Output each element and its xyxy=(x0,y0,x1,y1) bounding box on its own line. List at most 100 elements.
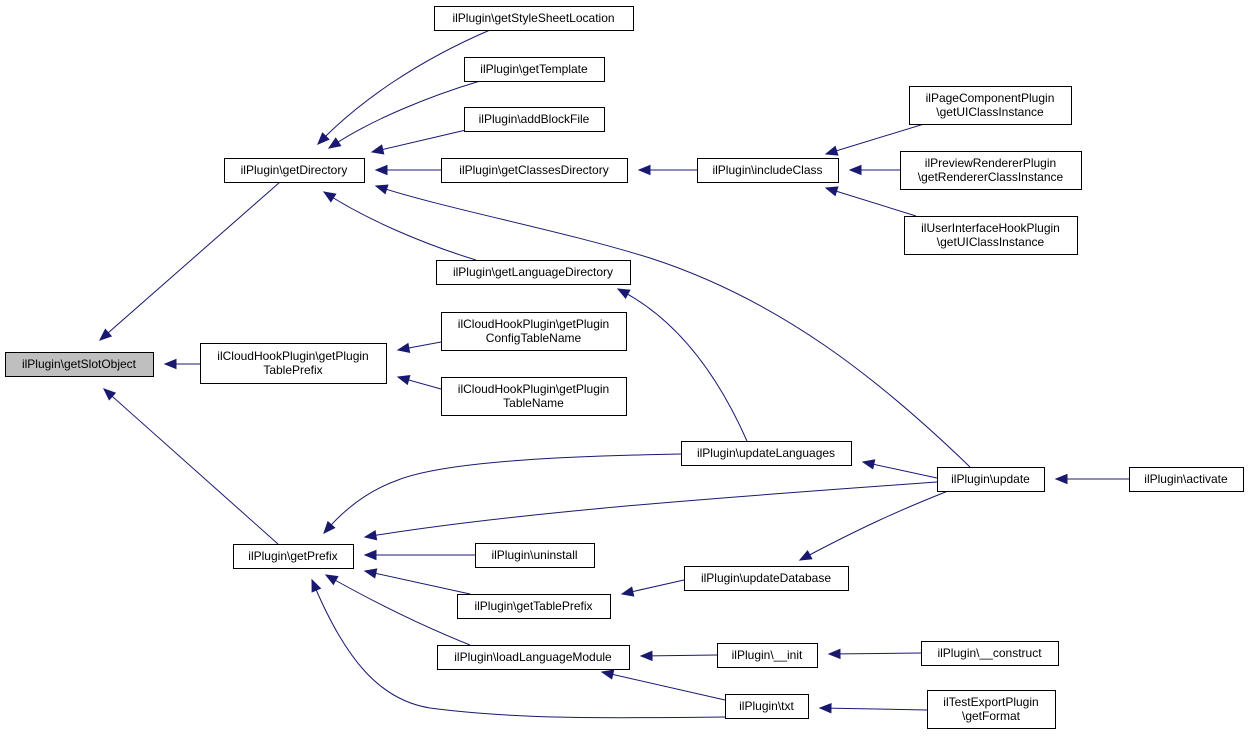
node-root[interactable]: ilPlugin\getSlotObject xyxy=(5,352,154,377)
arrow-head-icon xyxy=(370,144,385,155)
node-label: \getUIClassInstance xyxy=(936,105,1044,119)
edge-line xyxy=(828,652,922,655)
node-box xyxy=(436,260,631,285)
node-loadLanguageModule[interactable]: ilPlugin\loadLanguageModule xyxy=(437,645,630,670)
arrow-head-icon xyxy=(311,578,322,593)
edge-line xyxy=(323,191,477,261)
node-activate[interactable]: ilPlugin\activate xyxy=(1129,467,1244,492)
node-label: TablePrefix xyxy=(263,363,322,377)
edge-update-to-getPrefix xyxy=(363,481,938,541)
node-box xyxy=(697,158,839,183)
arrow-head-icon xyxy=(324,574,339,586)
node-box xyxy=(909,86,1072,125)
node-label: ConfigTableName xyxy=(486,331,582,345)
node-label: ilPlugin\getClassesDirectory xyxy=(459,163,608,177)
node-box xyxy=(441,158,628,183)
node-label: ilPlugin\updateLanguages xyxy=(697,446,835,460)
node-getClassesDirectory[interactable]: ilPlugin\getClassesDirectory xyxy=(441,158,628,183)
node-label: ilPlugin\updateDatabase xyxy=(701,571,831,585)
node-uninstall[interactable]: ilPlugin\uninstall xyxy=(475,543,595,568)
edge-getLanguageDirectory-to-getDirectory xyxy=(322,191,477,261)
arrow-head-icon xyxy=(363,568,378,579)
node-box xyxy=(441,312,627,351)
arrow-head-icon xyxy=(363,529,378,541)
node-pageComponent[interactable]: ilPageComponentPlugin\getUIClassInstance xyxy=(909,86,1072,125)
node-label: ilUserInterfaceHookPlugin xyxy=(921,221,1060,235)
node-construct[interactable]: ilPlugin\__construct xyxy=(921,641,1059,666)
edge-updateLanguages-to-getLanguageDirectory xyxy=(616,288,748,442)
arrow-head-icon xyxy=(861,459,876,470)
node-box xyxy=(233,544,354,569)
node-label: ilPlugin\getStyleSheetLocation xyxy=(452,11,614,25)
edge-line xyxy=(311,579,726,719)
edge-line xyxy=(328,80,481,149)
edge-construct-to-init xyxy=(827,648,922,660)
node-label: ilPlugin\getSlotObject xyxy=(22,357,137,371)
edge-getTablePrefix-to-getPrefix xyxy=(363,568,471,595)
edge-line xyxy=(103,388,279,545)
arrow-head-icon xyxy=(322,191,337,203)
node-updateLanguages[interactable]: ilPlugin\updateLanguages xyxy=(681,441,852,466)
node-includeClass[interactable]: ilPlugin\includeClass xyxy=(697,158,839,183)
node-box xyxy=(457,594,611,619)
edge-pageComponent-to-includeClass xyxy=(824,123,925,156)
edge-update-to-updateDatabase xyxy=(798,490,949,561)
node-label: ilPlugin\update xyxy=(951,472,1030,486)
node-box xyxy=(725,694,809,719)
node-txt[interactable]: ilPlugin\txt xyxy=(725,694,809,719)
edge-line xyxy=(99,181,281,341)
node-box xyxy=(681,441,852,466)
node-label: ilCloudHookPlugin\getPlugin xyxy=(458,382,609,396)
node-label: ilPlugin\activate xyxy=(1144,472,1228,486)
node-label: ilPlugin\getLanguageDirectory xyxy=(453,265,613,279)
edge-line xyxy=(317,29,491,145)
node-box xyxy=(904,216,1078,255)
node-update[interactable]: ilPlugin\update xyxy=(937,467,1045,492)
arrow-head-icon xyxy=(824,186,839,197)
edge-update-to-getDirectory xyxy=(374,184,971,468)
arrow-head-icon xyxy=(848,164,862,176)
node-getLanguageDirectory[interactable]: ilPlugin\getLanguageDirectory xyxy=(436,260,631,285)
node-previewRenderer[interactable]: ilPreviewRendererPlugin\getRendererClass… xyxy=(900,151,1082,190)
node-testExport[interactable]: ilTestExportPlugin\getFormat xyxy=(927,690,1056,729)
node-label: ilPlugin\__init xyxy=(732,648,803,662)
edge-txt-to-loadLanguageModule xyxy=(600,669,726,701)
node-init[interactable]: ilPlugin\__init xyxy=(717,643,818,668)
node-getTemplate[interactable]: ilPlugin\getTemplate xyxy=(464,57,605,82)
edge-update-to-updateLanguages xyxy=(861,459,938,479)
node-box xyxy=(5,352,154,377)
node-label: ilPlugin\includeClass xyxy=(712,163,822,177)
node-getPrefix[interactable]: ilPlugin\getPrefix xyxy=(233,544,354,569)
arrow-head-icon xyxy=(620,586,635,597)
node-updateDatabase[interactable]: ilPlugin\updateDatabase xyxy=(684,566,849,591)
arrow-head-icon xyxy=(163,358,177,370)
edge-txt-to-getPrefix xyxy=(311,578,726,719)
edge-getClassesDirectory-to-getDirectory xyxy=(374,164,441,176)
edge-updateDatabase-to-getTablePrefix xyxy=(620,579,685,597)
node-box xyxy=(937,467,1045,492)
node-getTablePrefix[interactable]: ilPlugin\getTablePrefix xyxy=(457,594,611,619)
node-box xyxy=(200,343,387,384)
arrow-head-icon xyxy=(317,132,330,145)
node-label: ilCloudHookPlugin\getPlugin xyxy=(217,349,368,363)
node-label: \getUIClassInstance xyxy=(937,235,1045,249)
arrow-head-icon xyxy=(637,164,651,176)
node-cloudConfigTable[interactable]: ilCloudHookPlugin\getPluginConfigTableNa… xyxy=(441,312,627,351)
edge-uiHook-to-includeClass xyxy=(824,186,917,217)
node-getStyleSheetLocation[interactable]: ilPlugin\getStyleSheetLocation xyxy=(434,6,634,31)
node-getDirectory[interactable]: ilPlugin\getDirectory xyxy=(224,158,365,183)
arrow-head-icon xyxy=(396,375,411,386)
node-box xyxy=(464,57,605,82)
edge-init-to-loadLanguageModule xyxy=(639,650,718,662)
node-label: ilCloudHookPlugin\getPlugin xyxy=(458,317,609,331)
edge-cloudTablePrefix-to-root xyxy=(163,358,200,370)
edge-getStyleSheetLocation-to-getDirectory xyxy=(317,29,491,145)
node-layer: ilPlugin\getSlotObject ilPlugin\getDirect… xyxy=(5,6,1244,729)
edge-loadLanguageModule-to-getPrefix xyxy=(324,574,471,646)
node-addBlockFile[interactable]: ilPlugin\addBlockFile xyxy=(464,107,605,132)
node-box xyxy=(921,641,1059,666)
node-uiHook[interactable]: ilUserInterfaceHookPlugin\getUIClassInst… xyxy=(904,216,1078,255)
edge-line xyxy=(325,574,471,646)
